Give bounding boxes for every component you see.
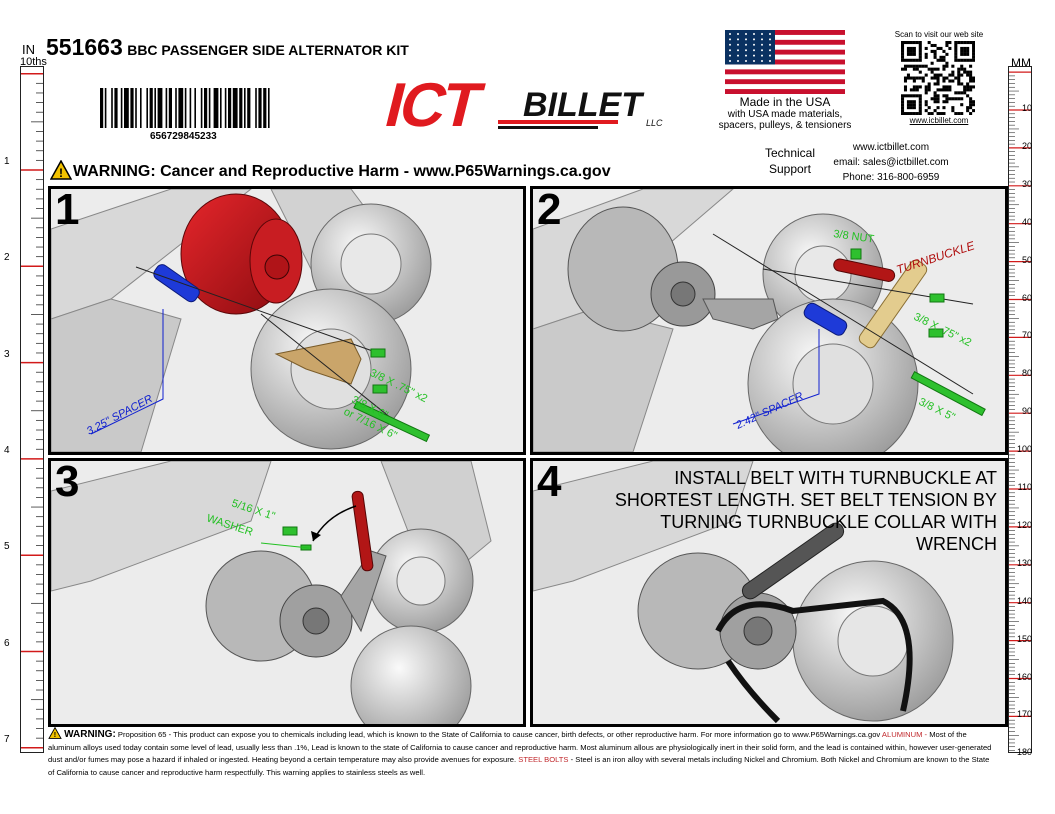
kit-title: 551663 BBC PASSENGER SIDE ALTERNATOR KIT bbox=[46, 34, 409, 61]
mm-label: 120 bbox=[1016, 519, 1032, 530]
left-ruler-unit-in: IN bbox=[22, 42, 35, 57]
llc-letters: LLC bbox=[646, 118, 663, 128]
step-2-panel: 2.42" SPACER 3/8 NUT TURNBUCKLE 3/8 X .7… bbox=[530, 186, 1008, 455]
aluminum-text: Most of the aluminum alloys used today c… bbox=[48, 730, 992, 765]
qr-caption: Scan to visit our web site bbox=[894, 30, 984, 39]
qr-code[interactable] bbox=[901, 41, 976, 116]
barcode bbox=[100, 88, 338, 128]
contact-info: www.ictbillet.com email: sales@ictbillet… bbox=[826, 140, 956, 185]
warning-banner: WARNING: Cancer and Reproductive Harm - … bbox=[73, 163, 611, 180]
step-3-panel: 5/16 X 1" WASHER 3 bbox=[48, 458, 526, 727]
mm-label: 20 bbox=[1021, 140, 1032, 151]
inch-label: 3 bbox=[4, 348, 10, 360]
step-4-instruction: INSTALL BELT WITH TURNBUCKLE AT SHORTEST… bbox=[614, 468, 997, 554]
ict-letters: ICT bbox=[379, 71, 490, 134]
inch-ruler bbox=[20, 66, 44, 753]
mm-label: 30 bbox=[1021, 178, 1032, 189]
step-3-number: 3 bbox=[55, 458, 80, 506]
steel-label: STEEL BOLTS bbox=[518, 755, 569, 765]
us-flag-icon bbox=[725, 30, 845, 95]
svg-text:!: ! bbox=[54, 730, 56, 739]
made-in-usa: Made in the USA with USA made materials,… bbox=[706, 95, 864, 132]
svg-text:!: ! bbox=[59, 166, 63, 180]
part-number: 551663 bbox=[46, 34, 123, 60]
mm-label: 150 bbox=[1016, 633, 1032, 644]
left-ruler-unit-tenths: 10ths bbox=[20, 56, 47, 68]
panel2-nut-label: 3/8 NUT bbox=[833, 228, 876, 246]
mm-ruler bbox=[1008, 66, 1032, 753]
step-2-number: 2 bbox=[537, 186, 562, 234]
mm-label: 140 bbox=[1016, 595, 1032, 606]
inch-label: 4 bbox=[4, 444, 10, 456]
website-link[interactable]: www.ictbillet.com bbox=[852, 142, 930, 153]
step-4-number: 4 bbox=[537, 458, 562, 506]
phone-number: Phone: 316-800-6959 bbox=[842, 172, 940, 183]
qr-url-link[interactable]: www.icbillet.com bbox=[909, 116, 969, 125]
step-4-panel: 4 INSTALL BELT WITH TURNBUCKLE AT SHORTE… bbox=[530, 458, 1008, 727]
step-1-panel: 3.25" SPACER 3/8 X .75" x2 3/8 X 6" or 7… bbox=[48, 186, 526, 455]
footer-warning-label: WARNING: bbox=[64, 729, 116, 740]
inch-label: 1 bbox=[4, 156, 10, 167]
barcode-number: 656729845233 bbox=[150, 131, 217, 142]
prop65-warning: ! WARNING: Proposition 65 - This product… bbox=[48, 726, 993, 779]
mm-label: 50 bbox=[1021, 254, 1032, 265]
mm-label: 40 bbox=[1021, 216, 1032, 227]
inch-label: 6 bbox=[4, 637, 10, 649]
billet-letters: BILLET bbox=[523, 86, 645, 124]
ict-billet-logo: ICT BILLET LLC bbox=[368, 70, 688, 140]
mm-label: 60 bbox=[1021, 292, 1032, 303]
mm-label: 90 bbox=[1021, 406, 1032, 417]
mm-label: 170 bbox=[1016, 709, 1032, 720]
made-in-usa-subtitle: with USA made materials, spacers, pulley… bbox=[718, 109, 852, 131]
kit-name: BBC PASSENGER SIDE ALTERNATOR KIT bbox=[127, 42, 409, 58]
inch-label: 5 bbox=[4, 541, 10, 553]
mm-label: 180 bbox=[1016, 747, 1032, 758]
email-link[interactable]: email: sales@ictbillet.com bbox=[833, 157, 949, 168]
mm-label: 10 bbox=[1021, 103, 1032, 113]
aluminum-label: ALUMINUM - bbox=[881, 730, 928, 739]
mm-label: 110 bbox=[1017, 482, 1032, 492]
footer-warning-icon: ! bbox=[48, 726, 62, 739]
steel-text: - Steel is an iron alloy with several me… bbox=[48, 755, 990, 777]
prop65-text: Proposition 65 - This product can expose… bbox=[117, 730, 881, 739]
inch-label: 7 bbox=[4, 733, 10, 745]
mm-label: 80 bbox=[1021, 368, 1032, 379]
tech-support-label: Technical Support bbox=[764, 146, 816, 176]
made-in-usa-title: Made in the USA bbox=[739, 95, 831, 109]
step-1-number: 1 bbox=[55, 186, 80, 234]
warning-triangle-icon: ! bbox=[49, 159, 73, 185]
mm-label: 160 bbox=[1016, 671, 1032, 682]
mm-label: 100 bbox=[1016, 444, 1032, 455]
mm-label: 70 bbox=[1021, 330, 1032, 341]
mm-label: 130 bbox=[1016, 557, 1032, 568]
inch-label: 2 bbox=[4, 252, 10, 264]
